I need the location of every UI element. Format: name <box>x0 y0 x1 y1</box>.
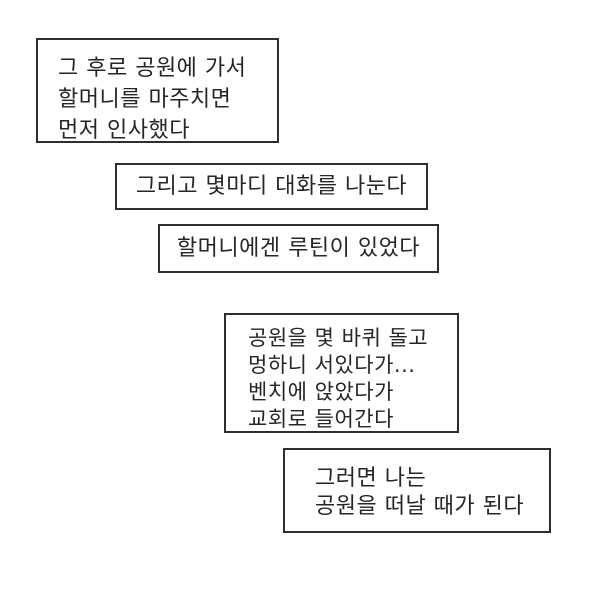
caption-line: 공원을 몇 바퀴 돌고 <box>248 326 429 350</box>
caption-box-1: 그 후로 공원에 가서 할머니를 마주치면 먼저 인사했다 <box>36 38 279 143</box>
caption-line: 벤치에 앉았다가 <box>248 380 394 404</box>
caption-box-4: 공원을 몇 바퀴 돌고 멍하니 서있다가... 벤치에 앉았다가 교회로 들어간… <box>224 313 459 433</box>
caption-line: 멍하니 서있다가... <box>248 353 416 377</box>
caption-line: 그러면 나는 <box>315 466 427 491</box>
caption-line: 교회로 들어간다 <box>248 407 394 431</box>
caption-box-3: 할머니에겐 루틴이 있었다 <box>158 224 439 273</box>
caption-line: 먼저 인사했다 <box>58 118 190 143</box>
caption-box-2: 그리고 몇마디 대화를 나눈다 <box>115 163 428 210</box>
caption-line: 할머니를 마주치면 <box>58 87 232 112</box>
caption-box-5: 그러면 나는 공원을 떠날 때가 된다 <box>283 448 551 533</box>
caption-line: 공원을 떠날 때가 된다 <box>315 494 525 519</box>
caption-line: 그리고 몇마디 대화를 나눈다 <box>135 173 408 199</box>
caption-line: 그 후로 공원에 가서 <box>58 56 247 81</box>
caption-line: 할머니에겐 루틴이 있었다 <box>176 235 421 261</box>
